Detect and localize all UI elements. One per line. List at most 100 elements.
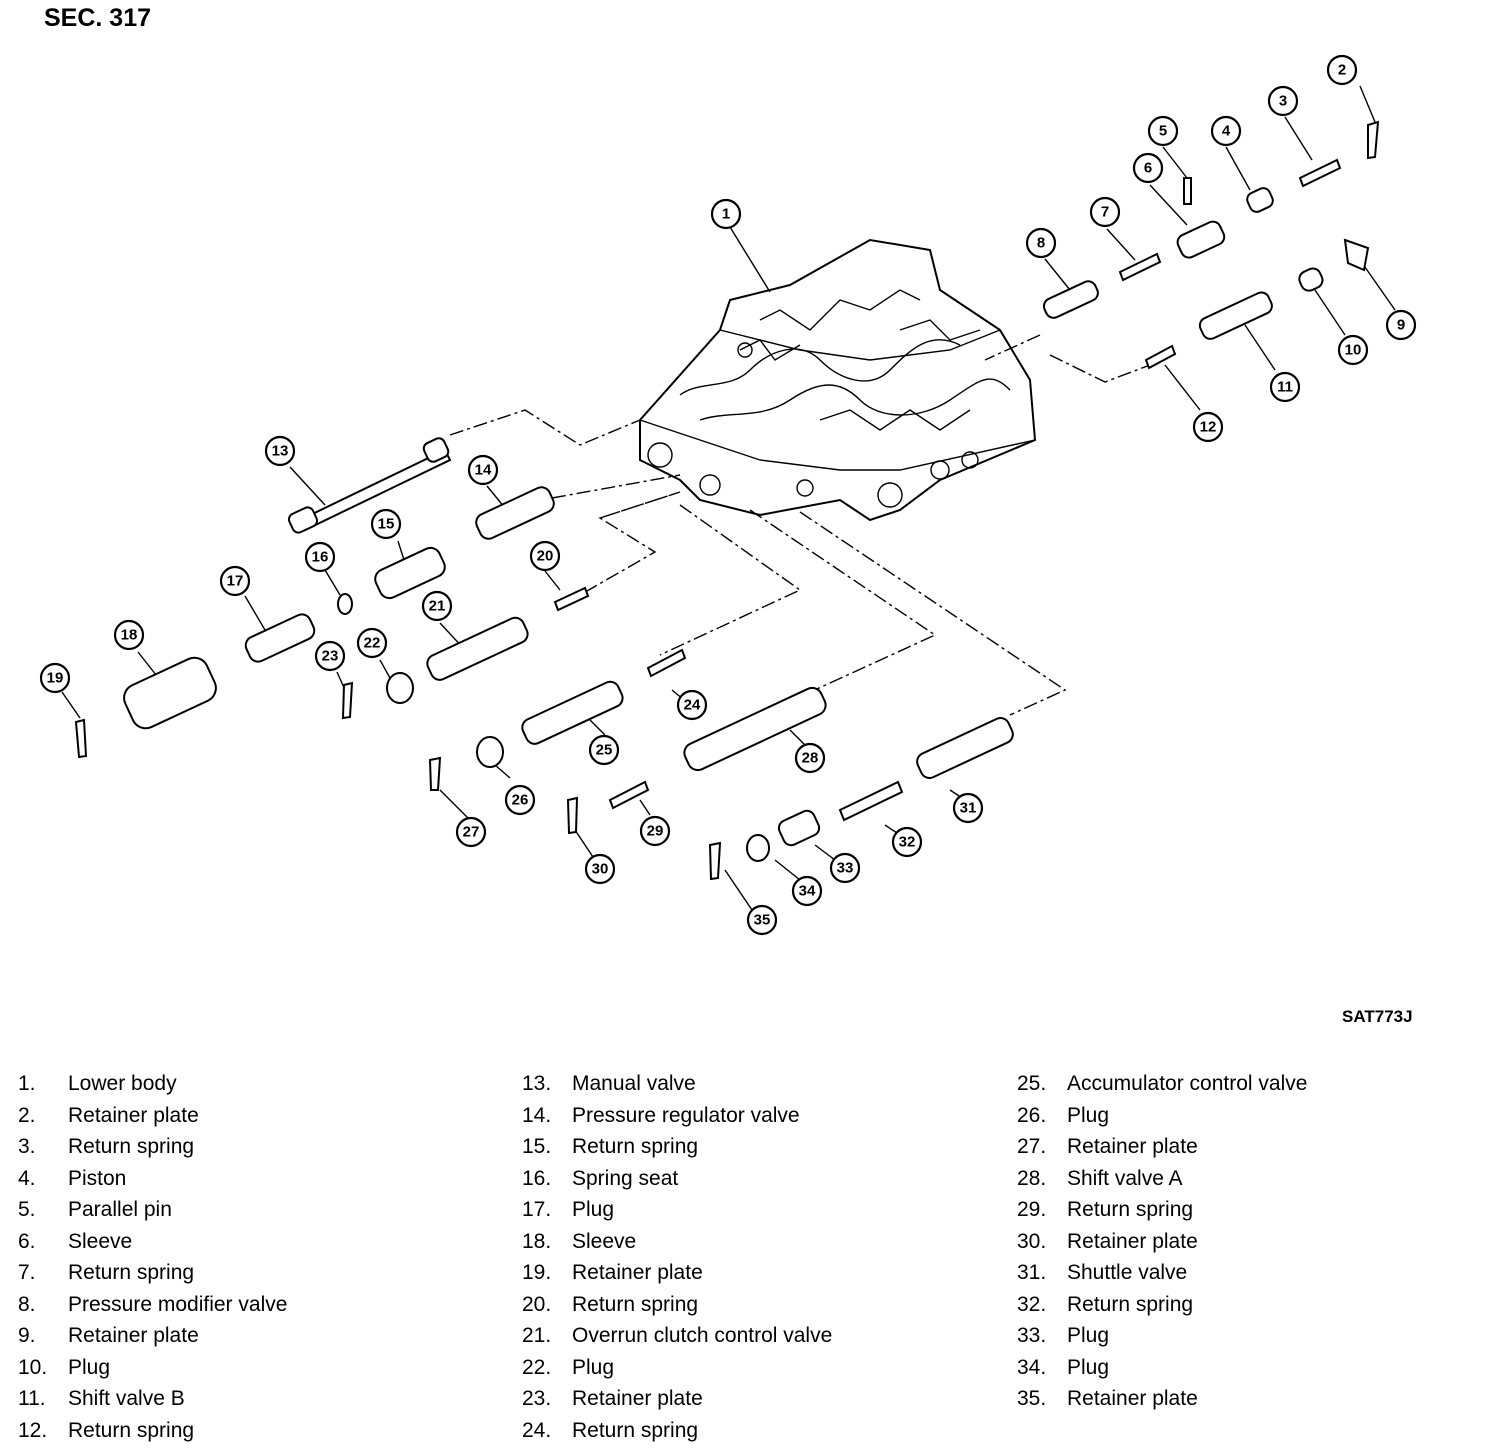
callout-4: 4: [1210, 115, 1242, 147]
svg-text:4: 4: [1222, 123, 1231, 140]
callout-35: 35: [746, 904, 778, 936]
svg-text:12: 12: [1200, 419, 1217, 436]
legend-item: 27.Retainer plate: [1017, 1135, 1198, 1158]
callout-19: 19: [39, 662, 71, 694]
legend-item: 29.Return spring: [1017, 1198, 1194, 1221]
legend-item: 32.Return spring: [1017, 1292, 1194, 1316]
callout-33: 33: [829, 852, 861, 884]
legend-item: 13.Manual valve: [522, 1072, 696, 1095]
callout-7: 7: [1089, 196, 1121, 228]
svg-text:33: 33: [837, 860, 854, 877]
callout-25: 25: [588, 734, 620, 766]
callout-22: 22: [356, 627, 388, 659]
svg-text:1: 1: [722, 206, 730, 223]
legend-column-3: 25.Accumulator control valve 26.Plug 27.…: [1017, 1068, 1307, 1415]
legend-item: 5.Parallel pin: [18, 1198, 172, 1221]
svg-text:28: 28: [802, 750, 819, 767]
callout-5: 5: [1147, 115, 1179, 147]
callout-15: 15: [370, 508, 402, 540]
callout-23: 23: [314, 640, 346, 672]
legend-item: 22.Plug: [522, 1355, 615, 1379]
legend-item: 16.Spring seat: [522, 1166, 679, 1190]
legend-item: 33.Plug: [1017, 1324, 1110, 1347]
callout-9: 9: [1385, 309, 1417, 341]
svg-text:9: 9: [1397, 317, 1405, 334]
legend-item: 4.Piston: [18, 1166, 127, 1190]
callout-32: 32: [891, 826, 923, 858]
callout-24: 24: [676, 689, 708, 721]
callout-29: 29: [639, 815, 671, 847]
callout-20: 20: [529, 540, 561, 572]
legend-item: 18.Sleeve: [522, 1229, 637, 1253]
svg-text:26: 26: [512, 792, 529, 809]
legend-item: 25.Accumulator control valve: [1017, 1072, 1308, 1095]
callout-8: 8: [1025, 227, 1057, 259]
legend-item: 23.Retainer plate: [522, 1387, 703, 1410]
callout-17: 17: [219, 565, 251, 597]
svg-text:30: 30: [592, 861, 609, 878]
callout-30: 30: [584, 853, 616, 885]
callout-2: 2: [1326, 54, 1358, 86]
legend-item: 17.Plug: [522, 1198, 615, 1221]
svg-text:34: 34: [799, 883, 816, 900]
svg-text:11: 11: [1277, 379, 1293, 396]
legend-column-2: 13.Manual valve 14.Pressure regulator va…: [522, 1068, 832, 1446]
valve-parts: [74, 120, 1380, 881]
legend-item: 8.Pressure modifier valve: [18, 1292, 288, 1316]
svg-text:13: 13: [272, 443, 289, 460]
callout-13: 13: [264, 435, 296, 467]
svg-text:31: 31: [960, 800, 977, 817]
legend-item: 10.Plug: [18, 1355, 111, 1379]
alignment-lines: [61, 85, 1396, 911]
legend-item: 20.Return spring: [522, 1292, 699, 1316]
svg-text:6: 6: [1144, 160, 1152, 177]
svg-text:27: 27: [463, 824, 480, 841]
callout-18: 18: [113, 619, 145, 651]
legend-item: 9.Retainer plate: [18, 1324, 199, 1347]
svg-text:24: 24: [684, 697, 701, 714]
callout-34: 34: [791, 875, 823, 907]
legend-item: 1.Lower body: [18, 1072, 177, 1095]
svg-text:10: 10: [1345, 342, 1362, 359]
svg-text:14: 14: [475, 462, 492, 479]
svg-text:17: 17: [227, 573, 244, 590]
svg-text:32: 32: [899, 834, 916, 851]
callout-6: 6: [1132, 152, 1164, 184]
legend-item: 14.Pressure regulator valve: [522, 1103, 800, 1127]
svg-text:35: 35: [754, 912, 771, 929]
svg-text:2: 2: [1338, 62, 1346, 79]
legend-item: 11.Shift valve B: [18, 1387, 185, 1410]
callout-28: 28: [794, 742, 826, 774]
legend-item: 7.Return spring: [18, 1261, 195, 1284]
section-label: SEC. 317: [44, 4, 152, 32]
legend-column-1: 1.Lower body 2.Retainer plate 3.Return s…: [18, 1068, 287, 1446]
legend-item: 12.Return spring: [18, 1418, 195, 1442]
lower-body-casting: [639, 238, 1037, 522]
legend-item: 30.Retainer plate: [1017, 1229, 1198, 1253]
callout-11: 11: [1269, 371, 1301, 403]
svg-text:3: 3: [1279, 93, 1287, 110]
svg-text:15: 15: [378, 516, 395, 533]
legend-item: 24.Return spring: [522, 1418, 699, 1442]
callout-1: 1: [710, 198, 742, 230]
svg-text:5: 5: [1159, 123, 1167, 140]
callout-31: 31: [952, 792, 984, 824]
svg-text:23: 23: [322, 648, 339, 665]
legend-item: 3.Return spring: [18, 1135, 195, 1158]
svg-text:7: 7: [1101, 204, 1109, 221]
callout-3: 3: [1267, 85, 1299, 117]
callout-14: 14: [467, 454, 499, 486]
callout-10: 10: [1337, 334, 1369, 366]
figure-code: SAT773J: [1342, 1007, 1413, 1026]
svg-text:20: 20: [537, 548, 554, 565]
legend-item: 26.Plug: [1017, 1103, 1110, 1127]
legend-item: 2.Retainer plate: [18, 1103, 199, 1127]
legend-item: 21.Overrun clutch control valve: [522, 1324, 833, 1347]
svg-text:29: 29: [647, 823, 664, 840]
svg-text:21: 21: [429, 598, 446, 615]
callout-26: 26: [504, 784, 536, 816]
legend-item: 6.Sleeve: [18, 1229, 133, 1253]
legend-item: 35.Retainer plate: [1017, 1387, 1198, 1410]
legend-item: 34.Plug: [1017, 1355, 1110, 1379]
callout-16: 16: [304, 541, 336, 573]
